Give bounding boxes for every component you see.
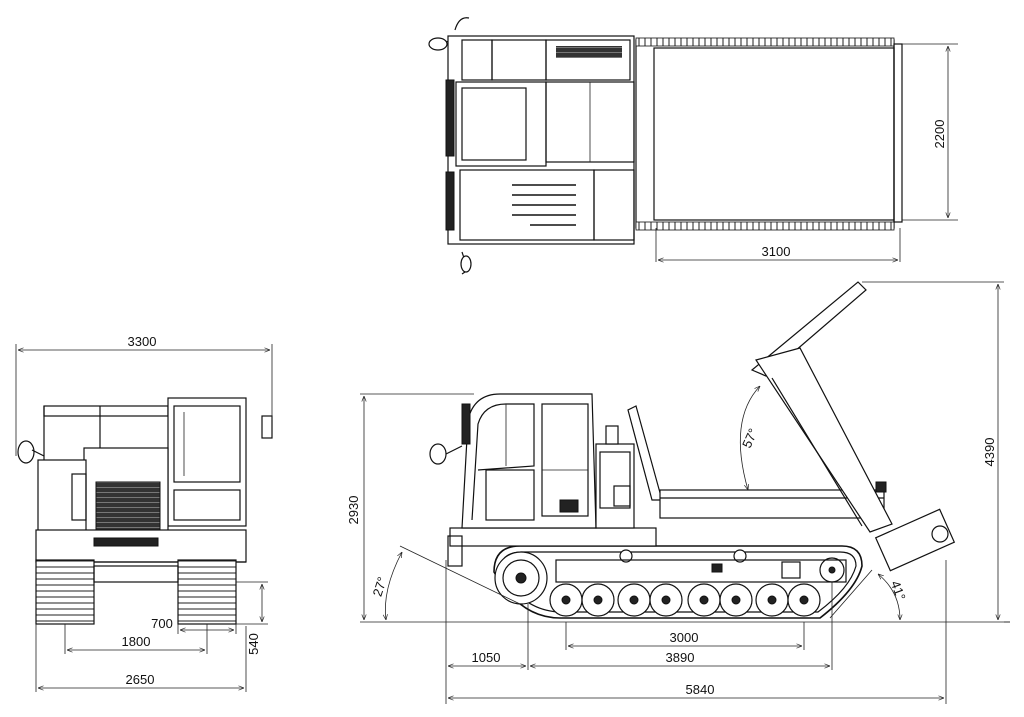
top-view-mirror-rear [460, 251, 472, 275]
dim-front-track-shoe-width: 700 [151, 616, 173, 631]
side-view-mirror [429, 443, 447, 465]
dim-front-track-outer-width: 2650 [126, 672, 155, 687]
front-view-track-right [177, 559, 237, 625]
dim-side-overall-length: 5840 [686, 682, 715, 697]
dim-side-dump-angle: 57° [739, 426, 761, 450]
side-view-road-wheels [549, 583, 821, 617]
dim-top-bed-length: 3100 [762, 244, 791, 259]
top-view: 2200 3100 [428, 17, 958, 275]
dim-side-height: 2930 [346, 496, 361, 525]
dim-side-approach-angle: 27° [370, 575, 390, 598]
dim-front-track-gauge: 1800 [122, 634, 151, 649]
side-view-track [493, 545, 863, 619]
front-view-mirror-left [17, 440, 35, 464]
dim-top-width: 2200 [932, 120, 947, 149]
front-view-track-left [35, 559, 95, 625]
side-view-cab [429, 393, 597, 529]
dim-side-track-length: 3890 [666, 650, 695, 665]
dim-side-tumbler-distance: 3000 [670, 630, 699, 645]
dim-front-ground-clearance: 540 [246, 633, 261, 655]
dim-side-front-overhang: 1050 [472, 650, 501, 665]
side-view: 2930 4390 27° 41° 57° 3000 1050 3890 584… [346, 281, 1010, 704]
dim-side-dump-height: 4390 [982, 438, 997, 467]
front-view-mirror-right [261, 415, 273, 439]
front-view: 3300 700 1800 540 2650 [15, 334, 273, 692]
side-view-dump-bed [627, 281, 956, 572]
dim-side-departure-angle: 41° [888, 579, 909, 603]
dim-front-overall-width: 3300 [128, 334, 157, 349]
